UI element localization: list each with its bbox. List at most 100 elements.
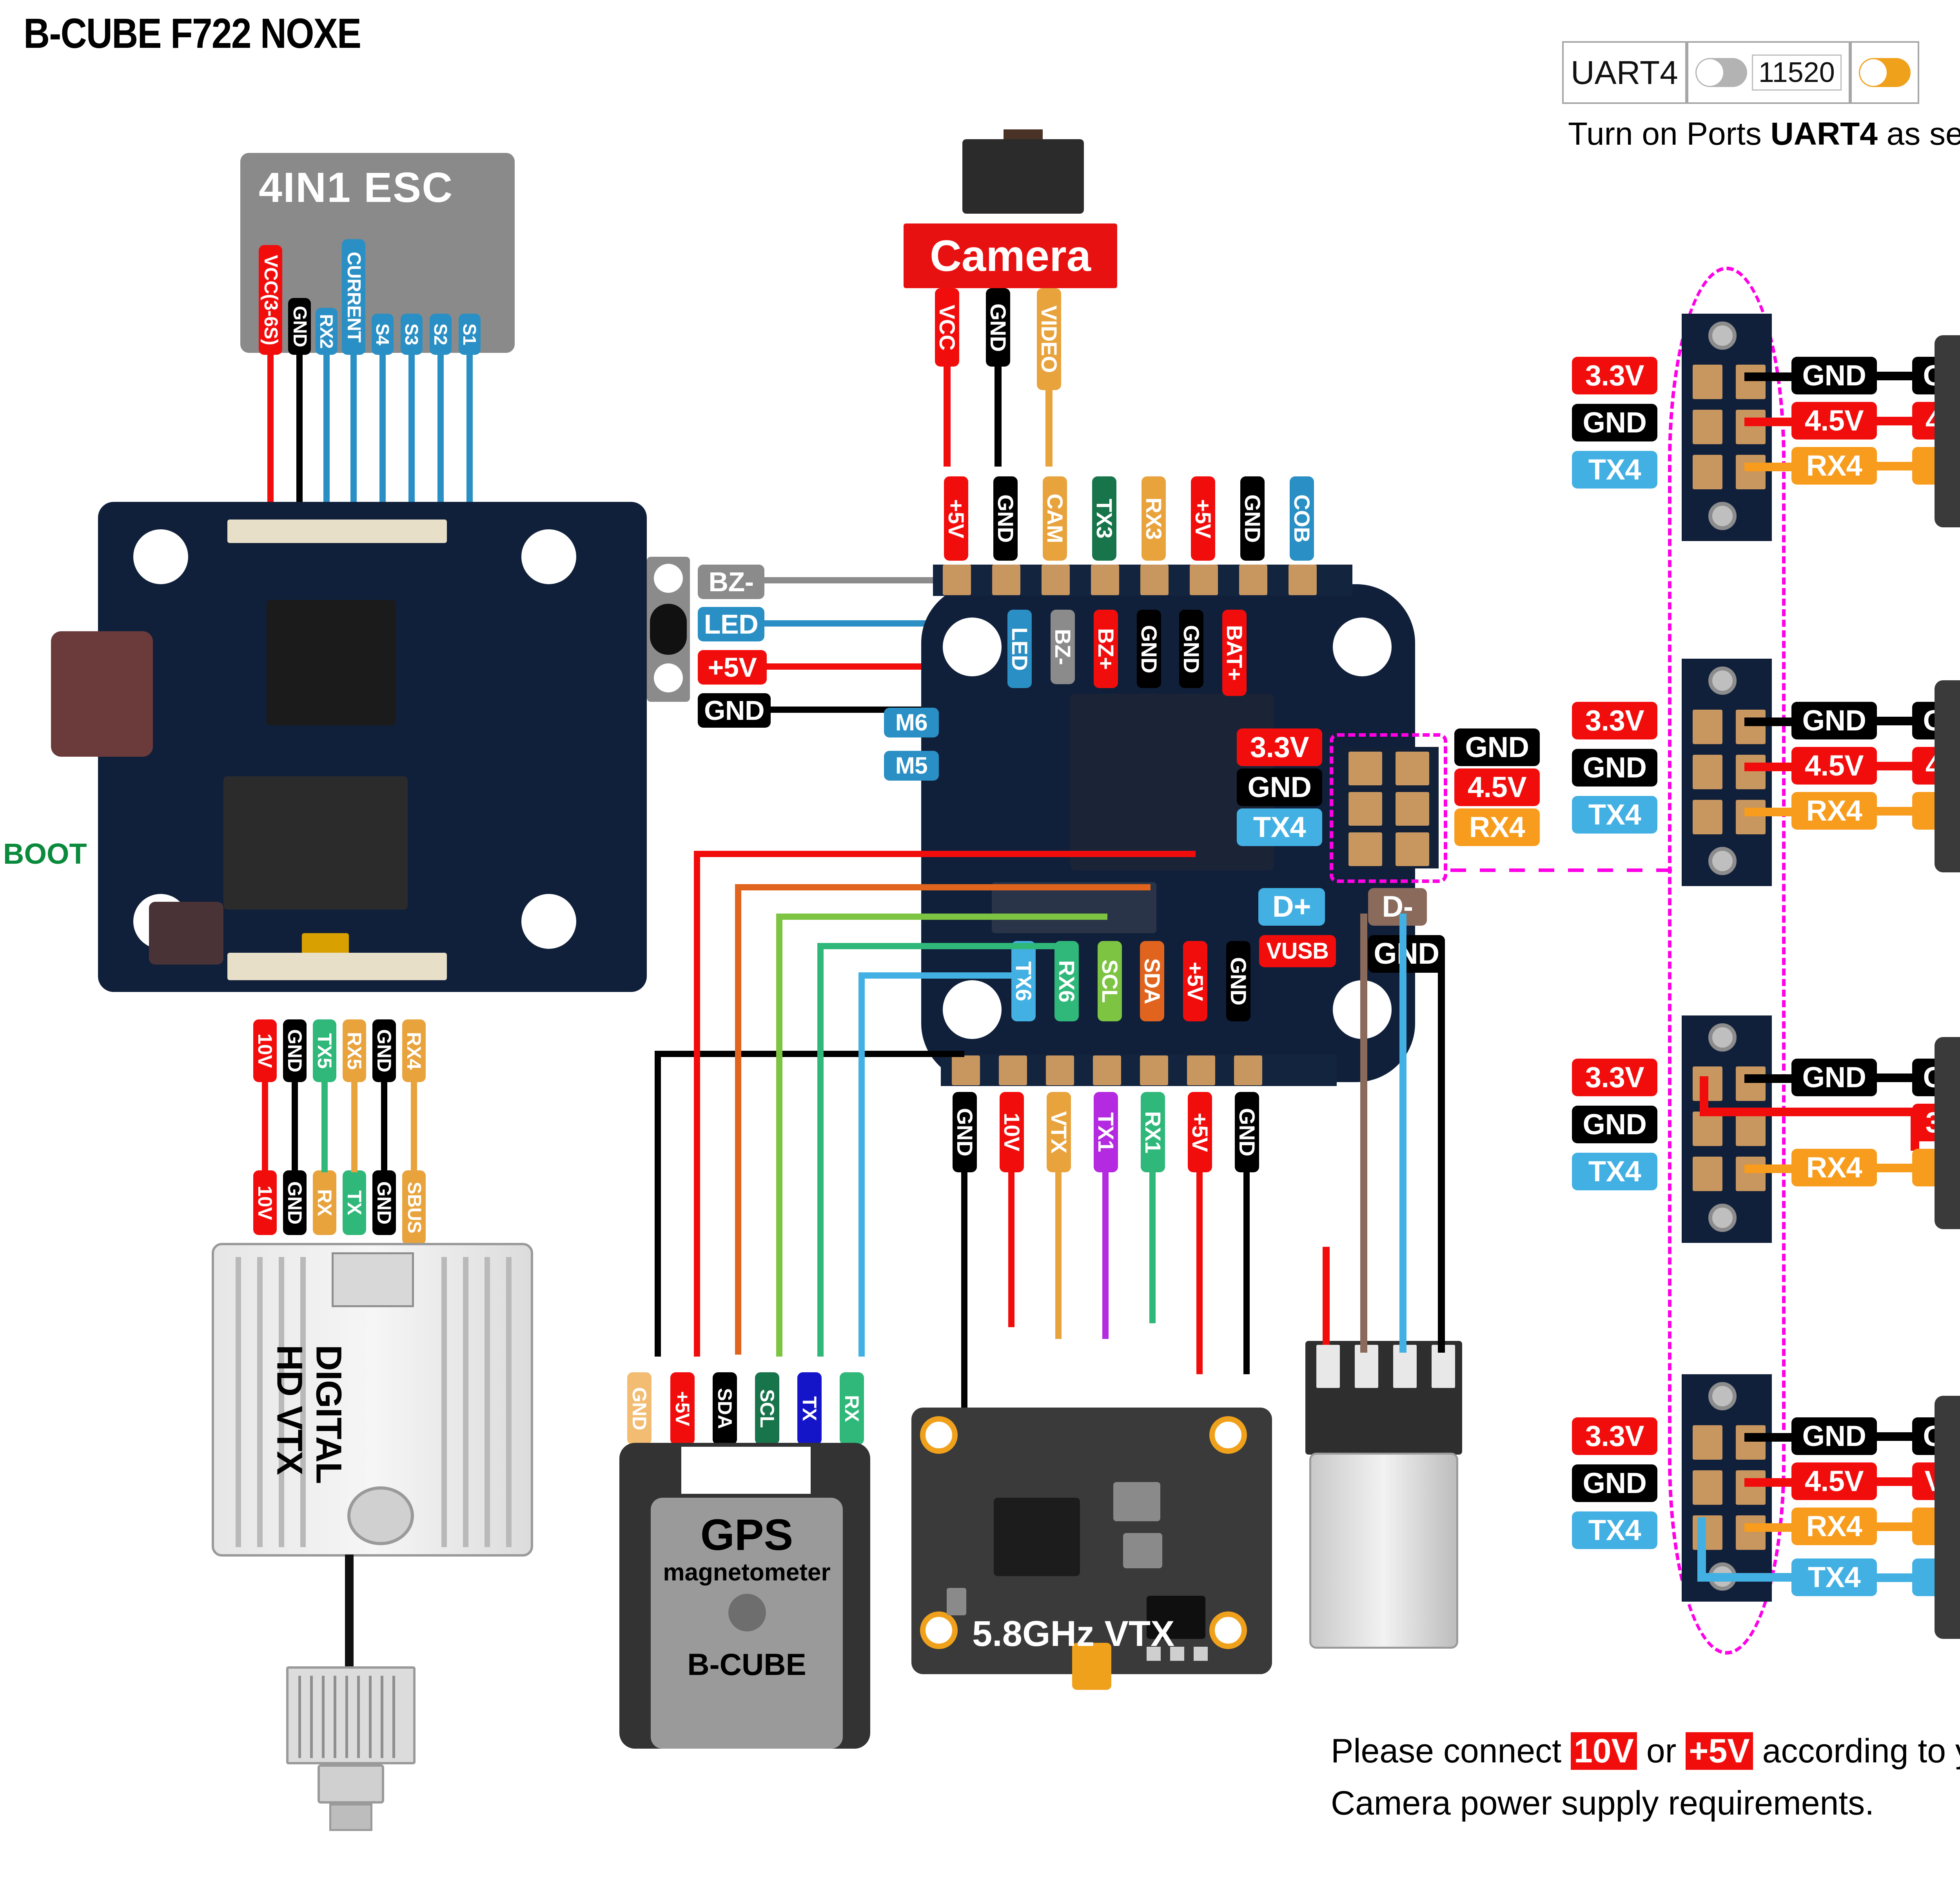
uart-baud-value[interactable]: 11520 bbox=[1751, 54, 1842, 91]
vtx-part-b bbox=[1123, 1533, 1162, 1568]
gps-brand: B-CUBE bbox=[687, 1647, 806, 1682]
wire-gps-gnd bbox=[655, 1051, 661, 1357]
vtx-ic bbox=[994, 1498, 1080, 1576]
rx2-fc-rx4: RX4 bbox=[1791, 792, 1877, 830]
fc-bot-pin-tx1: TX1 bbox=[1094, 1092, 1118, 1172]
wire-gps-rx bbox=[858, 972, 865, 1357]
gps-pin-tx: TX bbox=[797, 1372, 822, 1445]
fc-top-pin-5v-1: +5V bbox=[944, 476, 969, 561]
esc-pin-s3: S3 bbox=[401, 314, 423, 355]
fc-top-pin-rx3: RX3 bbox=[1142, 476, 1166, 561]
bottom-note-line2: Camera power supply requirements. bbox=[1331, 1784, 1875, 1822]
rx2-pad-strip bbox=[1682, 659, 1772, 886]
receiver-pads-highlight bbox=[1668, 267, 1786, 1655]
rx4-pad-strip bbox=[1682, 1374, 1772, 1602]
antenna-cable bbox=[345, 1555, 354, 1672]
wire-gps-tx bbox=[817, 943, 824, 1357]
fc-mid-pin-tx6: TX6 bbox=[1011, 941, 1036, 1021]
rx-pad-link-dash bbox=[1450, 868, 1701, 872]
fc-top-pin-gnd-2: GND bbox=[1240, 476, 1265, 561]
fc-usb-pad-dplus: D+ bbox=[1258, 888, 1325, 926]
hd-vtx-label-line1: DIGITAL bbox=[309, 1345, 349, 1484]
wire-gps-scl bbox=[776, 914, 782, 1357]
hdvtx-pin-10v: 10V bbox=[253, 1170, 277, 1235]
fc-lb-pin-rx5: RX5 bbox=[343, 1019, 366, 1082]
hdvtx-pin-sbus: SBUS bbox=[402, 1170, 426, 1245]
page-title: B-CUBE F722 NOXE bbox=[24, 9, 361, 57]
uart-caption-pre: Turn on Ports bbox=[1568, 116, 1771, 152]
rx1-padleft-gnd: GND bbox=[1572, 404, 1657, 441]
fc-lb-pin-gnd2: GND bbox=[372, 1019, 396, 1082]
uart-caption: Turn on Ports UART4 as serial RX bbox=[1568, 116, 1960, 153]
vtx-shield bbox=[1147, 1596, 1205, 1639]
vtx-5g8-module bbox=[911, 1408, 1272, 1690]
fc-row2-pin-led: LED bbox=[1007, 610, 1032, 688]
uart-port-label: UART4 bbox=[1571, 54, 1678, 91]
wire-esc-vcc bbox=[267, 353, 274, 510]
wire-esc-s4 bbox=[379, 353, 386, 510]
fc-rx-pad-group bbox=[1341, 747, 1439, 868]
vtx-5g8-title: 5.8GHz VTX bbox=[972, 1614, 1175, 1654]
buzzer-pad-strip bbox=[647, 557, 690, 702]
rx3-padleft-3v3: 3.3V bbox=[1572, 1059, 1657, 1096]
esc-pin-vcc: VCC(3-6S) bbox=[259, 245, 282, 355]
fc-rxpad-right-45v: 4.5V bbox=[1454, 768, 1540, 806]
antenna-base bbox=[318, 1764, 384, 1804]
gps-antenna-dot bbox=[728, 1594, 766, 1631]
flash-chip bbox=[267, 600, 396, 725]
digital-hd-vtx-module bbox=[212, 1243, 533, 1557]
fc-connector bbox=[992, 882, 1156, 933]
fc-left-pin-5v: +5V bbox=[698, 650, 767, 685]
wire-bot-vtx bbox=[1055, 1170, 1062, 1339]
wire-cam-video bbox=[1045, 388, 1053, 467]
fc-lb-pin-gnd1: GND bbox=[283, 1019, 307, 1082]
rx3-fc-rx4: RX4 bbox=[1791, 1149, 1877, 1186]
rx2-fc-45v: 4.5V bbox=[1791, 747, 1877, 785]
fc-bot-pin-gnd1: GND bbox=[953, 1092, 977, 1172]
rx4-fc-rx4: RX4 bbox=[1791, 1508, 1877, 1545]
fc-lb-pin-10v: 10V bbox=[253, 1019, 277, 1082]
esc-pin-rx2: RX2 bbox=[316, 308, 338, 355]
wire-esc-s3 bbox=[408, 353, 415, 510]
wire-bot-gnd1 bbox=[961, 1170, 967, 1413]
fc-rxpad-left-3v3: 3.3V bbox=[1237, 728, 1322, 766]
esc-pin-current: CURRENT bbox=[342, 239, 365, 355]
camera-pin-gnd: GND bbox=[986, 288, 1011, 367]
fc-lb-pin-tx5: TX5 bbox=[313, 1019, 336, 1082]
wire-led bbox=[764, 620, 968, 627]
antenna-tip bbox=[329, 1804, 372, 1831]
wire-bot-gnd2 bbox=[1243, 1170, 1250, 1374]
wire-gps-sda bbox=[735, 884, 741, 1355]
vtx-part-c bbox=[947, 1588, 966, 1615]
rx1-fc-rx4: RX4 bbox=[1791, 447, 1877, 485]
fc-rxpad-left-gnd: GND bbox=[1237, 768, 1322, 806]
wire-usb-dplus bbox=[1399, 914, 1406, 1353]
gps-pin-gnd: GND bbox=[627, 1372, 652, 1445]
bottom-note-line1: Please connect 10V or +5V according to y… bbox=[1331, 1732, 1960, 1770]
wire-esc-gnd bbox=[296, 353, 303, 510]
rx4-padleft-tx4: TX4 bbox=[1572, 1511, 1657, 1549]
uart-caption-post: as serial RX bbox=[1886, 116, 1960, 152]
hdvtx-pin-tx: TX bbox=[343, 1170, 366, 1235]
uart-toggle-on[interactable] bbox=[1858, 58, 1911, 87]
usb-c-connector bbox=[1309, 1453, 1458, 1649]
sbus-receiver-module: SBUS RECEIVER bbox=[1935, 335, 1960, 527]
fc-mid-pin-gnd: GND bbox=[1226, 941, 1251, 1021]
wire-usb-5v bbox=[1323, 1247, 1330, 1345]
fc-mid-pin-scl: SCL bbox=[1098, 941, 1122, 1021]
esc-pin-s4: S4 bbox=[372, 314, 394, 355]
rx4-padleft-gnd: GND bbox=[1572, 1464, 1657, 1502]
wire-bot-10v bbox=[1008, 1170, 1014, 1327]
hdvtx-pin-gnd2: GND bbox=[372, 1170, 396, 1235]
fc-bot-pin-gnd2: GND bbox=[1235, 1092, 1259, 1172]
wire-cam-gnd bbox=[995, 365, 1002, 467]
vtx-antenna-pad bbox=[1072, 1643, 1111, 1690]
gps-pin-5v: +5V bbox=[670, 1372, 695, 1445]
wire-cam-vcc bbox=[944, 365, 951, 467]
fc-bot-pin-5v: +5V bbox=[1188, 1092, 1212, 1172]
boot-button[interactable] bbox=[149, 902, 223, 965]
fc-bot-pin-10v: 10V bbox=[1000, 1092, 1024, 1172]
uart-toggle-off[interactable] bbox=[1695, 58, 1747, 87]
rx2-padleft-tx4: TX4 bbox=[1572, 796, 1657, 834]
camera-pin-vcc: VCC bbox=[935, 288, 960, 367]
